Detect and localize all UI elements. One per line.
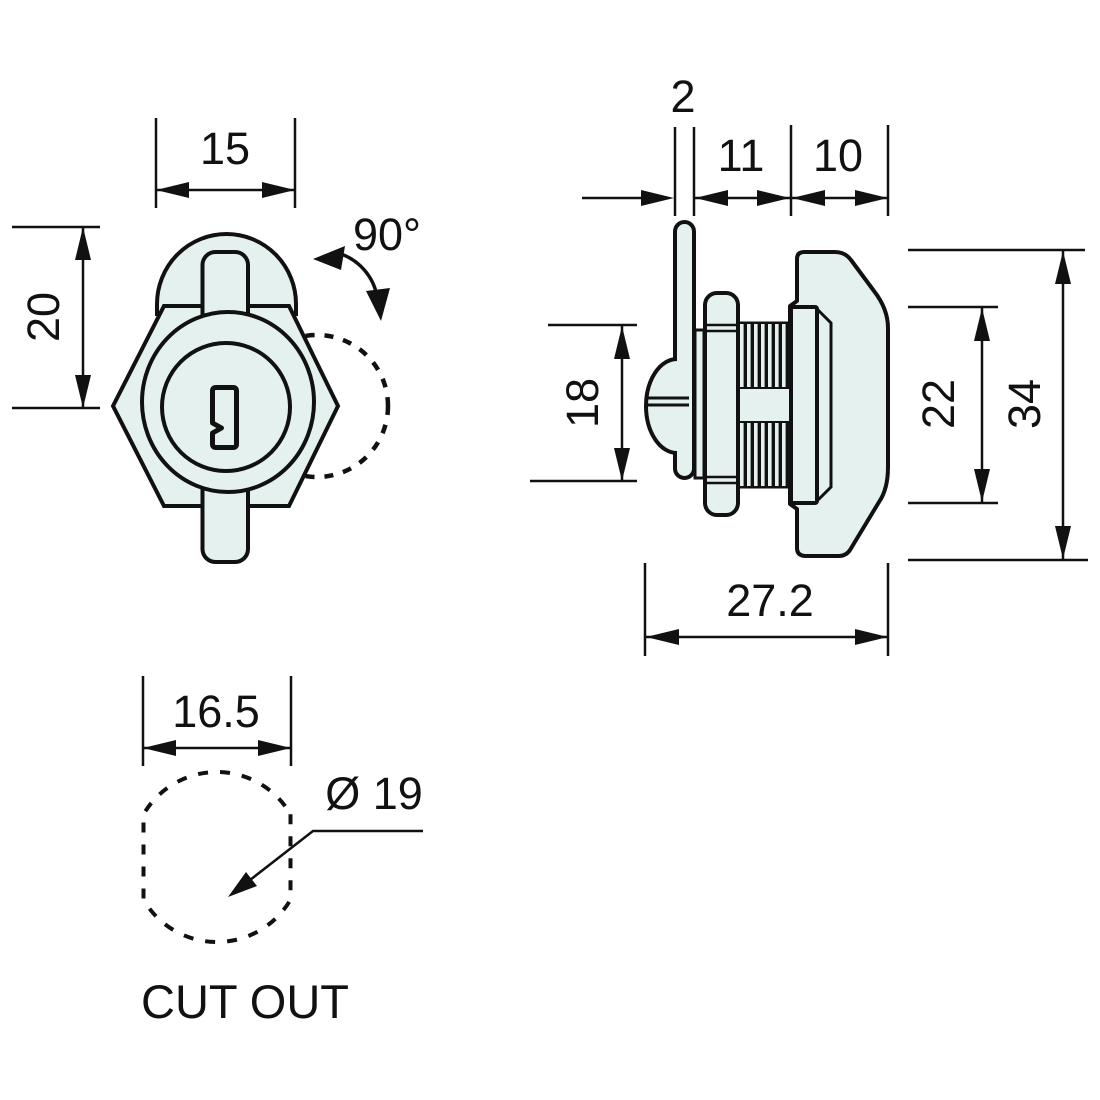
arrowhead [262, 182, 295, 198]
arrowhead [75, 227, 91, 260]
nut-bar [703, 291, 740, 517]
arrowhead [156, 182, 189, 198]
dim-label-flange-thickness: 2 [670, 71, 695, 122]
dim-label-overall-depth: 27.2 [726, 575, 814, 626]
cam-plate [789, 305, 819, 505]
arrowhead [258, 740, 291, 756]
arrowhead [143, 740, 176, 756]
arrowhead [855, 190, 888, 206]
arrowhead [974, 469, 990, 502]
cam-bevel-line [815, 307, 833, 503]
side-view: 2 11 10 18 22 34 [530, 71, 1088, 656]
cutout-view: 16.5 Ø 19 CUT OUT [141, 676, 423, 1028]
arrowhead [1055, 526, 1071, 559]
dim-label-cam-plate-height: 22 [913, 379, 964, 429]
arrowhead [75, 375, 91, 408]
cutout-caption: CUT OUT [141, 975, 349, 1028]
dim-label-front-width: 15 [200, 123, 250, 174]
arrowhead [974, 308, 990, 341]
arrowhead [646, 629, 679, 645]
arrowhead [614, 448, 630, 481]
dim-label-front-height: 20 [18, 292, 69, 342]
flange-side [673, 220, 696, 480]
front-view: 15 20 90° [12, 118, 421, 564]
arrowhead [614, 326, 630, 359]
arrowhead [641, 190, 674, 206]
dim-label-rotation-angle: 90° [353, 209, 421, 260]
thread-band-upper [737, 322, 792, 389]
arrowhead [855, 629, 888, 645]
rotation-arrowhead-down [366, 288, 390, 321]
washer [693, 328, 706, 480]
dim-label-body-length: 11 [718, 130, 765, 181]
rotation-arrow-arc [340, 252, 379, 297]
keyway [210, 385, 239, 450]
thread-band-lower [737, 421, 792, 488]
cutout-dashed-outline [141, 769, 293, 945]
arrowhead [792, 190, 825, 206]
cam-rotation-dashed-circle [243, 332, 391, 480]
dim-label-cam-depth: 10 [813, 130, 863, 181]
dim-label-overall-height: 34 [999, 379, 1050, 429]
diameter-leader-line [231, 829, 423, 895]
arrowhead [1055, 251, 1071, 284]
arrowhead [695, 190, 728, 206]
rotation-arrowhead-left [313, 246, 345, 270]
dim-label-cutout-width: 16.5 [172, 686, 260, 737]
dim-label-cutout-diameter: Ø 19 [325, 768, 423, 819]
arrowhead [228, 872, 257, 897]
arrowhead [757, 190, 790, 206]
dim-label-face-diameter: 18 [557, 378, 608, 428]
